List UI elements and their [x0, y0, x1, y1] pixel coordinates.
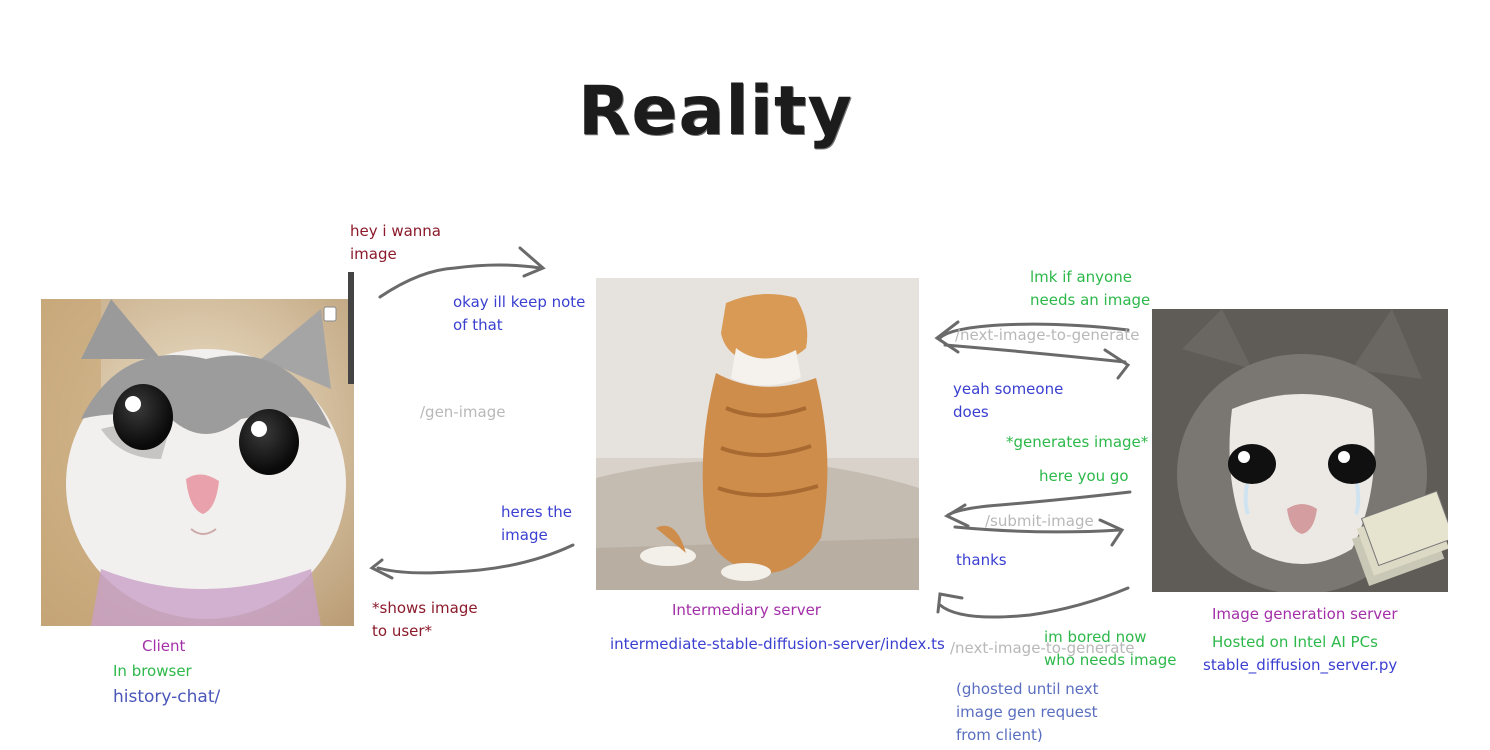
generator-generates-text: *generates image*	[1006, 433, 1149, 451]
poll-reply-arrow-head	[1103, 348, 1131, 380]
generator-bored-text: im bored now who needs image	[1044, 628, 1177, 669]
intermediary-path: intermediate-stable-diffusion-server/ind…	[610, 635, 945, 653]
generator-path: stable_diffusion_server.py	[1203, 656, 1398, 674]
intermediary-return-text: heres the image	[501, 503, 573, 544]
intermediary-yes-text: yeah someone does	[953, 380, 1064, 421]
ghosted-note: (ghosted until next image gen request fr…	[956, 680, 1099, 744]
submit-reply-arrow-head	[1098, 518, 1125, 547]
gen-image-endpoint: /gen-image	[420, 403, 506, 421]
submit-arrow	[946, 490, 1132, 517]
bored-arrow	[938, 586, 1130, 619]
request-arrow	[378, 263, 542, 299]
bored-arrow-head	[936, 592, 964, 614]
client-request-text: hey i wanna image	[350, 222, 441, 263]
generator-env: Hosted on Intel AI PCs	[1212, 633, 1378, 651]
client-env: In browser	[113, 662, 192, 680]
intermediary-ack-text: okay ill keep note of that	[453, 293, 586, 334]
generator-name: Image generation server	[1212, 605, 1398, 623]
diagram-title: Reality	[578, 72, 853, 151]
next-image-endpoint: /next-image-to-generate	[955, 326, 1140, 344]
generator-submit-text: here you go	[1039, 467, 1129, 485]
poll-reply-arrow	[943, 343, 1127, 364]
next-image-endpoint-2: /next-image-to-generate	[950, 639, 1135, 657]
client-show-text: *shows image to user*	[372, 599, 478, 640]
submit-arrow-head	[943, 503, 970, 528]
client-path: history-chat/	[113, 687, 221, 707]
intermediary-thanks-text: thanks	[956, 551, 1007, 569]
poll-arrow-head	[934, 320, 960, 354]
generator-poll-text: lmk if anyone needs an image	[1030, 268, 1151, 309]
request-arrow-head	[518, 246, 546, 278]
client-name: Client	[142, 637, 186, 655]
intermediary-name: Intermediary server	[672, 601, 821, 619]
poll-arrow	[938, 322, 1130, 340]
intermediary-cat-image	[596, 278, 919, 590]
submit-endpoint: /submit-image	[985, 512, 1094, 530]
response-arrow-head	[369, 558, 394, 580]
response-arrow	[376, 543, 575, 575]
submit-reply-arrow	[953, 525, 1122, 534]
client-cat-image	[41, 299, 354, 626]
divider-strip	[348, 272, 354, 384]
generator-cat-image	[1152, 309, 1448, 592]
